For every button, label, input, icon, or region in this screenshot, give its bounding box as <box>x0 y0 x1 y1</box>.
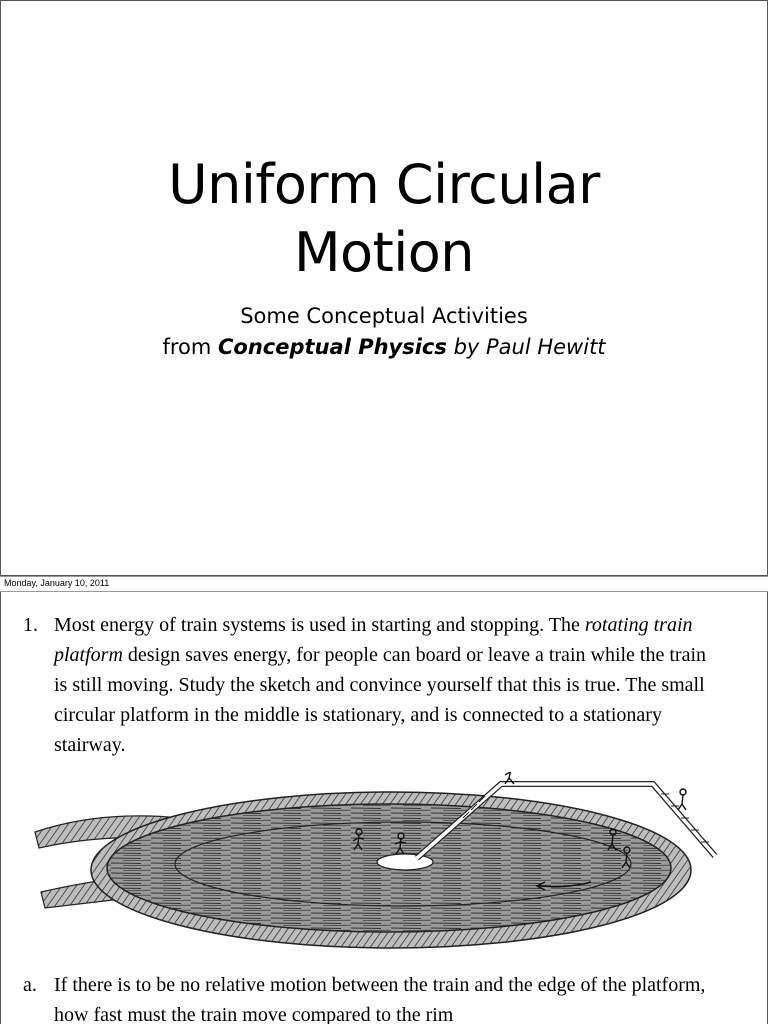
subtitle-book-title: Conceptual Physics <box>218 335 447 359</box>
stair-steps <box>462 793 709 843</box>
question-1-italic-term: rotating train platform <box>54 614 693 666</box>
question-1-text-end: design saves energy, for people can boar… <box>54 644 707 756</box>
subtitle-line-2: from Conceptual Physics by Paul Hewitt <box>1 332 767 363</box>
subtitle-author: by Paul Hewitt <box>453 335 606 359</box>
slide-title: Uniform Circular Motion <box>1 151 767 287</box>
question-1-text-start: Most energy of train systems is used in … <box>54 614 580 636</box>
rotating-platform-sketch <box>34 772 718 949</box>
central-platform <box>376 853 434 871</box>
slide-subtitle: Some Conceptual Activities from Conceptu… <box>1 301 767 363</box>
question-1a-label: a. <box>23 974 37 996</box>
title-line-1: Uniform Circular <box>168 153 600 216</box>
footer-date: Monday, January 10, 2011 <box>4 578 110 588</box>
rotation-arrow <box>538 881 592 888</box>
title-line-2: Motion <box>293 221 475 284</box>
question-slide: 1. Most energy of train systems is used … <box>0 592 768 1024</box>
question-1a: a. If there is to be no relative motion … <box>23 970 743 1024</box>
page-footer: Monday, January 10, 2011 <box>0 576 768 592</box>
question-1-number: 1. <box>23 614 38 636</box>
arrow-head-icon <box>535 881 546 891</box>
subtitle-from: from <box>162 335 212 359</box>
question-1: 1. Most energy of train systems is used … <box>23 610 723 760</box>
subtitle-line-1: Some Conceptual Activities <box>240 304 528 328</box>
question-1a-text: If there is to be no relative motion bet… <box>54 974 706 1024</box>
inner-ring <box>174 821 632 907</box>
title-slide: Uniform Circular Motion Some Conceptual … <box>0 0 768 576</box>
person-figures <box>352 772 687 869</box>
question-1-text: Most energy of train systems is used in … <box>54 610 723 760</box>
